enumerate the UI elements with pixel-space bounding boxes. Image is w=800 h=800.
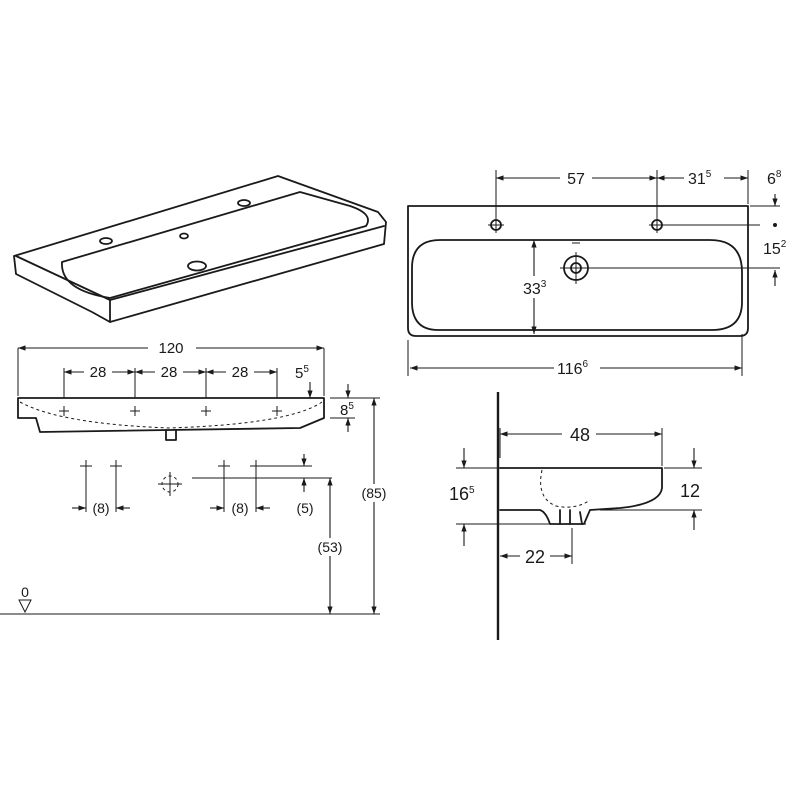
total-height-label: (85) xyxy=(362,485,387,501)
hole-spacing-label: 57 xyxy=(567,171,585,188)
tap-offset-left-label: (8) xyxy=(92,500,109,516)
tap-hole-markers xyxy=(59,406,282,416)
tap-offset-right-label: (8) xyxy=(231,500,248,516)
overall-width-label: 120 xyxy=(158,340,183,357)
front-view: 120 28 28 28 55 85 (8) (8) (5) (53) (85)… xyxy=(0,338,392,615)
spacing-1-label: 28 xyxy=(90,364,107,381)
rim-height-label: 85 xyxy=(340,401,354,419)
side-view: 48 165 12 22 xyxy=(449,392,702,640)
hole-to-edge-label: 315 xyxy=(688,169,712,188)
bowl-width-label: 1166 xyxy=(557,359,589,378)
wall-connection-markers xyxy=(80,460,262,496)
spacing-2-label: 28 xyxy=(161,364,178,381)
bowl-depth-label: 333 xyxy=(523,279,547,298)
outer-height-label: 165 xyxy=(449,484,475,504)
spacing-3-label: 28 xyxy=(232,364,249,381)
drain-depth-label: 152 xyxy=(763,239,787,258)
tap-height-label: (5) xyxy=(296,500,313,516)
edge-offset-label: 55 xyxy=(295,364,309,382)
outlet-height-label: (53) xyxy=(318,539,343,555)
hole-depth-label: 68 xyxy=(767,169,782,188)
inner-height-label: 12 xyxy=(680,481,700,501)
projection-label: 48 xyxy=(570,425,590,445)
top-view: 57 315 68 152 333 1166 xyxy=(407,168,787,378)
isometric-view xyxy=(13,175,387,323)
waste-offset-label: 22 xyxy=(525,547,545,567)
floor-level-label: 0 xyxy=(21,584,29,600)
